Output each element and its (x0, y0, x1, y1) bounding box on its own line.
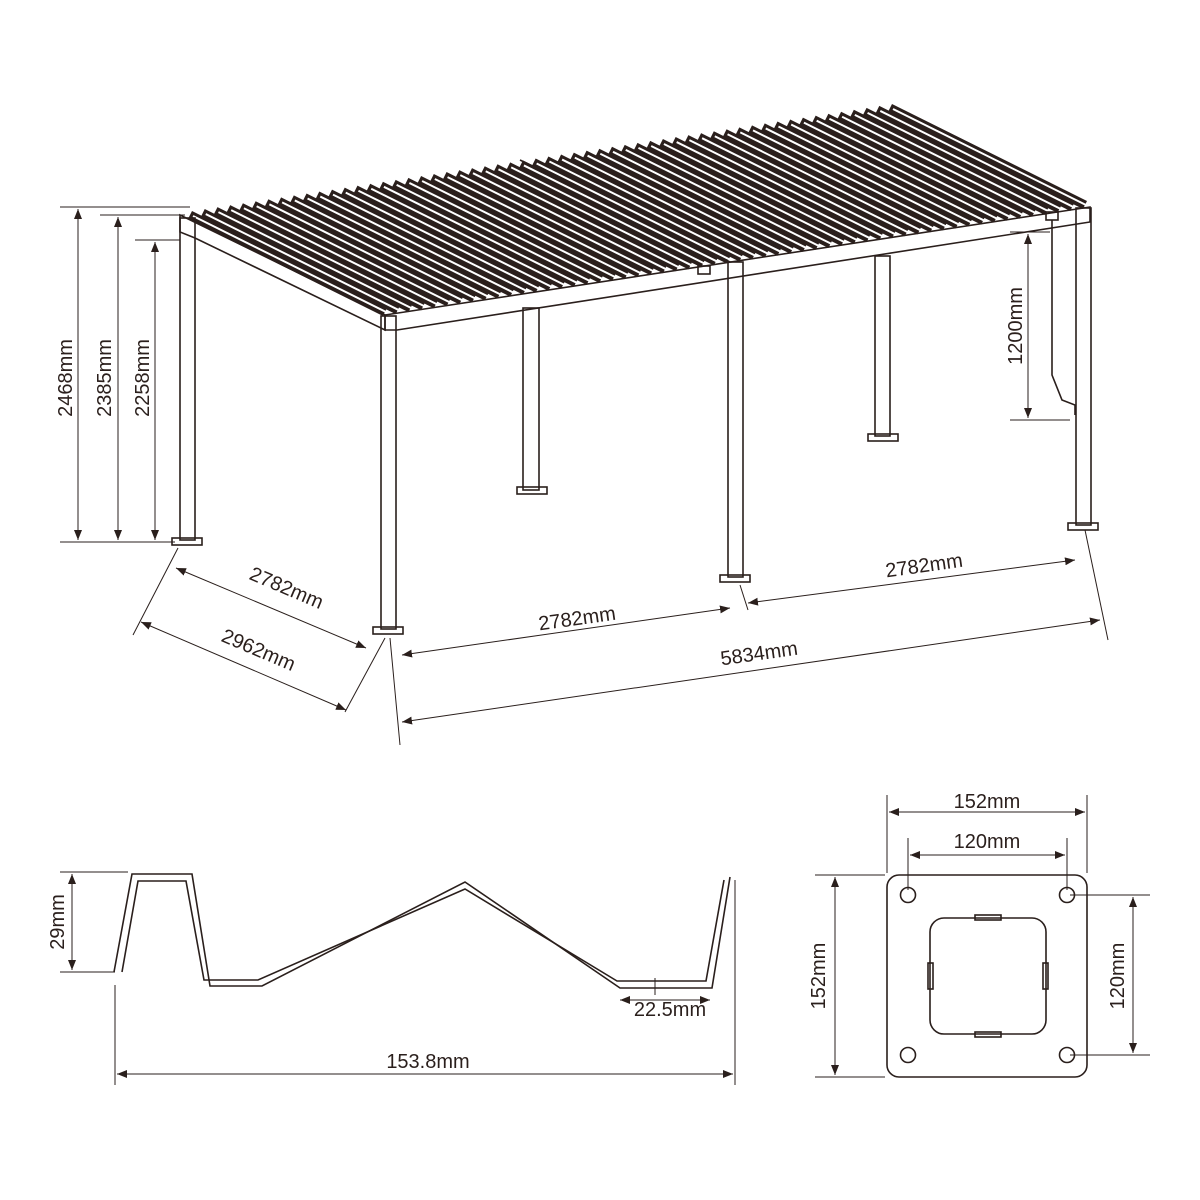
foot-3 (516, 486, 548, 495)
middle-beam (519, 159, 731, 263)
plate-hole-y-label: 120mm (1107, 943, 1129, 1010)
depth-inner-label: 2782mm (246, 563, 326, 614)
louver-slat-highlight (676, 141, 873, 240)
louver-slat-highlight (370, 187, 567, 287)
louver-slat-highlight (256, 205, 453, 305)
louver-slat-highlight (268, 203, 465, 303)
post-back-left (179, 217, 196, 541)
louver-slat-highlight (294, 199, 491, 299)
louver-slat-highlight (408, 182, 605, 281)
louver-slat-highlight (727, 133, 923, 233)
post-front-middle (727, 261, 744, 578)
louver-slat-highlight (281, 201, 478, 301)
louver-slat-highlight (701, 137, 898, 237)
plate-height-label: 152mm (808, 943, 830, 1010)
foot-5 (867, 433, 899, 442)
louver-slat-highlight (879, 110, 1076, 209)
louver-slat-highlight (510, 166, 707, 266)
height-2385-label: 2385mm (94, 339, 116, 417)
louver-slat-highlight (625, 148, 822, 248)
bay-front-label: 2782mm (537, 603, 617, 636)
louver-slat-highlight (307, 197, 503, 297)
louver-slat-highlight (587, 154, 783, 254)
louver-slat-highlight (421, 180, 618, 279)
louver-slat-highlight (803, 121, 1000, 221)
louver-slat-highlight (358, 189, 554, 289)
crank-height-label: 1200mm (1005, 287, 1027, 365)
louver-slat-highlight (561, 158, 758, 258)
louver-slat-highlight (816, 119, 1013, 219)
louver-slat-highlight (319, 195, 516, 295)
louver-slat-highlight (548, 160, 745, 260)
base-plate: 152mm 120mm 152mm 120mm (808, 791, 1150, 1078)
foot-2 (372, 626, 404, 635)
bolt-hole (899, 1046, 917, 1064)
louver-slat-highlight (243, 207, 440, 307)
profile-flange-label: 22.5mm (634, 999, 706, 1021)
louver-slat-highlight (459, 174, 656, 274)
louver-slat-highlight (650, 145, 847, 244)
post-back-middle (522, 307, 540, 491)
louver-slat-highlight (854, 113, 1051, 213)
louver-slat-highlight (638, 147, 834, 246)
louver-slat-highlight (230, 209, 427, 309)
louver-slat-highlight (434, 178, 631, 277)
louver-slat-highlight (536, 162, 733, 262)
crank-handle (1051, 220, 1076, 415)
post-front-left (380, 315, 397, 630)
louver-slat-highlight (523, 164, 720, 264)
louver-slat-highlight (714, 135, 911, 235)
gearbox-left (697, 265, 711, 275)
louver-slat-highlight (383, 185, 580, 285)
plate-hole-x-label: 120mm (954, 831, 1021, 853)
plate-width-label: 152mm (954, 791, 1021, 813)
louver-slat-highlight (396, 183, 593, 283)
height-2468-label: 2468mm (55, 339, 77, 417)
height-dimensions: 2468mm 2385mm 2258mm 1200mm (55, 206, 1070, 543)
depth-outer-label: 2962mm (218, 625, 298, 676)
louver-slat-highlight (498, 168, 694, 268)
louver-slat-highlight (485, 170, 682, 270)
louver-slat-highlight (574, 156, 771, 256)
louver-slat-highlight (612, 150, 809, 250)
louver-slat-highlight (205, 213, 402, 312)
louver-slat-highlight (599, 152, 796, 252)
louver-slat-highlight (765, 127, 962, 227)
foot-1 (171, 537, 203, 546)
height-2258-label: 2258mm (132, 339, 154, 417)
foot-6 (1067, 522, 1099, 531)
louver-slat-highlight (192, 215, 389, 314)
roof-louvers (187, 103, 1089, 317)
louver-slat-highlight (332, 193, 529, 293)
louver-slat-highlight (663, 143, 860, 242)
louver-slat-highlight (345, 191, 542, 291)
louver-slat-highlight (688, 139, 885, 239)
louver-slat-highlight (472, 172, 669, 272)
louver-slat-highlight (739, 131, 936, 231)
louver-slat-highlight (790, 123, 987, 223)
louver-slat-highlight (828, 117, 1025, 217)
louver-slat-highlight (841, 115, 1038, 215)
post-back-right (874, 255, 891, 437)
plan-dimensions: 2782mm 2962mm 2782mm 2782mm 5834mm (132, 529, 1109, 746)
profile-height-label: 29mm (47, 894, 69, 950)
louver-slat-highlight (218, 211, 414, 311)
bay-back-label: 2782mm (884, 550, 964, 583)
foot-4 (719, 574, 751, 583)
profile-width-label: 153.8mm (386, 1051, 469, 1073)
louver-slat-highlight (778, 125, 974, 225)
louver-profile: 29mm 22.5mm 153.8mm (47, 871, 736, 1085)
post-front-right (1075, 207, 1092, 526)
louver-slat-highlight (752, 129, 949, 229)
louver-slat-highlight (892, 108, 1089, 207)
louver-slat-highlight (867, 111, 1063, 211)
louver-slat-highlight (447, 176, 643, 275)
